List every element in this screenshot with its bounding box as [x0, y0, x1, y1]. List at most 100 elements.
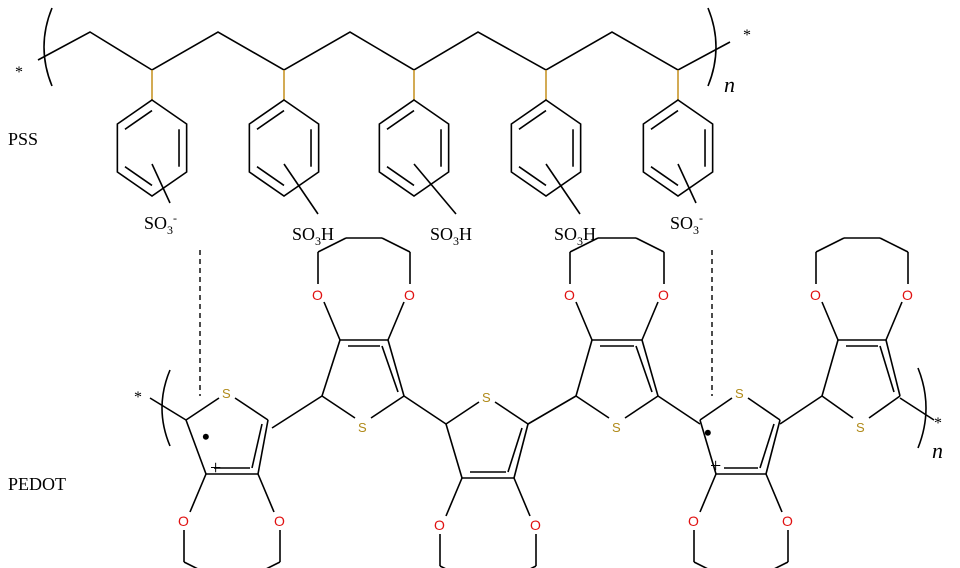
double-bond: [381, 345, 399, 393]
inter-ring-bond: [403, 395, 447, 425]
sulfonate-bond: [545, 163, 581, 215]
sulfonate-group: SO3-: [670, 211, 703, 237]
sulfonate-bond: [283, 163, 319, 215]
double-bond: [879, 345, 895, 393]
pedot-end-group-left: *: [134, 389, 142, 406]
radical-dot-left: •: [202, 424, 210, 449]
ring-bond: [747, 397, 781, 421]
ether-bond: [257, 473, 275, 513]
double-bond: [507, 427, 523, 473]
benzene-ring: [378, 99, 450, 197]
ether-bond: [765, 473, 783, 513]
inter-ring-bond: [271, 395, 323, 429]
ether-bond: [885, 301, 903, 341]
pedot-left-bracket: [161, 369, 171, 447]
ether-bond: [445, 477, 463, 517]
inter-ring-bond: [779, 395, 823, 425]
oxygen-atom: O: [274, 513, 285, 529]
ring-bond: [868, 395, 901, 419]
ring-bond: [185, 397, 220, 421]
benzene-ring: [510, 99, 582, 197]
pedot-unit: S O O: [564, 237, 669, 435]
ring-bond: [185, 419, 207, 475]
positive-charge-right: +: [710, 455, 721, 477]
sulfonate-bond: [677, 163, 697, 204]
ethylene-bond: [266, 561, 281, 568]
ring-bond: [765, 419, 781, 475]
ring-bond: [370, 395, 405, 419]
oxygen-atom: O: [902, 287, 913, 303]
pss-left-bracket: [43, 7, 53, 87]
ether-bond: [387, 301, 405, 341]
ether-bond: [641, 301, 659, 341]
aromatic-bond: [518, 109, 547, 130]
pss-end-group-right: *: [743, 27, 751, 44]
benzene-ring: [248, 99, 320, 197]
double-bond: [251, 423, 263, 469]
ring-bond: [321, 339, 341, 397]
sulfur-atom: S: [612, 420, 621, 435]
ring-bond: [885, 339, 901, 397]
ether-bond: [575, 301, 593, 341]
sulfonate-group: SO3H: [430, 224, 472, 248]
oxygen-atom: O: [434, 517, 445, 533]
ethylene-bond: [317, 237, 347, 253]
sulfur-atom: S: [735, 386, 744, 401]
sulfonate-bond: [151, 163, 171, 204]
pss-right-bracket: [707, 7, 717, 87]
positive-charge-left: +: [210, 457, 221, 479]
aromatic-bond: [256, 109, 285, 130]
sulfonate-bond: [413, 163, 457, 215]
radical-dot-right: •: [704, 420, 712, 445]
double-bond: [635, 345, 653, 393]
ethylene-bond: [381, 237, 411, 253]
aromatic-bond: [124, 166, 153, 187]
oxygen-atom: O: [530, 517, 541, 533]
ether-bond: [821, 301, 839, 341]
ring-bond: [257, 419, 269, 475]
benzene-ring: [116, 99, 188, 197]
aromatic-bond: [386, 109, 415, 130]
oxygen-atom: O: [564, 287, 575, 303]
ethylene-bond: [569, 237, 599, 253]
aromatic-bond: [650, 166, 679, 187]
ring-bond: [513, 423, 529, 479]
phenyl-ring: SO3H: [378, 70, 472, 248]
ring-bond: [699, 419, 717, 475]
benzene-ring: [642, 99, 714, 197]
ring-bond: [575, 395, 610, 419]
phenyl-ring: SO3H: [510, 70, 596, 248]
sulfur-atom: S: [856, 420, 865, 435]
ethylene-bond: [693, 561, 708, 568]
ethylene-bond: [815, 237, 845, 253]
phenyl-ring: SO3H: [248, 70, 334, 248]
ether-bond: [699, 473, 717, 513]
pedot-right-bracket: [917, 367, 927, 449]
oxygen-atom: O: [658, 287, 669, 303]
phenyl-ring: SO3-: [642, 70, 714, 237]
pedot-label: PEDOT: [8, 474, 66, 494]
ring-bond: [321, 395, 356, 419]
pss-end-group-left: *: [15, 64, 23, 81]
inter-ring-bond: [657, 395, 701, 425]
sulfonate-group: SO3H: [292, 224, 334, 248]
ring-bond: [387, 339, 405, 397]
ring-bond: [699, 397, 733, 421]
oxygen-atom: O: [688, 513, 699, 529]
sulfonate-group: SO3H: [554, 224, 596, 248]
pss-repeat-unit: n: [724, 72, 735, 97]
inter-ring-bond: [527, 395, 577, 425]
oxygen-atom: O: [404, 287, 415, 303]
aromatic-bond: [518, 166, 547, 187]
ethylene-bond: [774, 561, 789, 568]
ring-bond: [234, 397, 269, 421]
sulfur-atom: S: [482, 390, 491, 405]
aromatic-bond: [386, 166, 415, 187]
